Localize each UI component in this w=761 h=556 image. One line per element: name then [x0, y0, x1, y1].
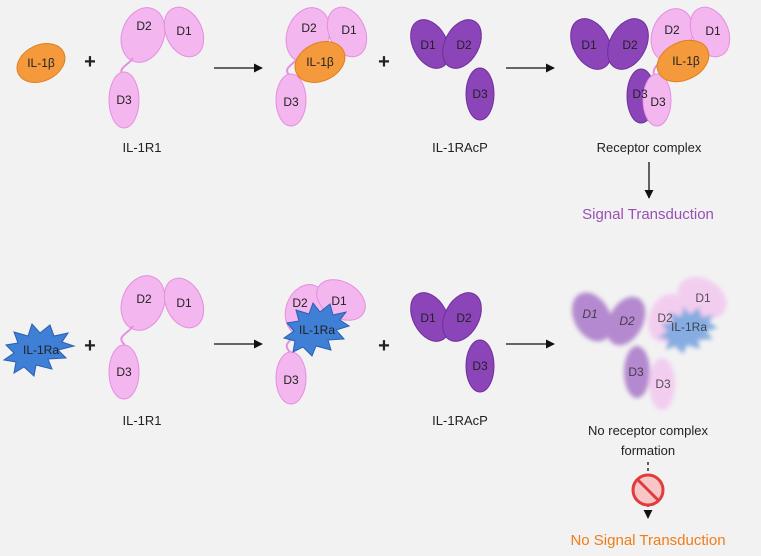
il1r1-il1ra-complex: D2 D1 IL-1Ra D3 [275, 279, 366, 405]
domain-d1-label: D1 [420, 38, 436, 52]
il1r1-label: IL-1R1 [122, 413, 161, 428]
domain-d3-label: D3 [628, 365, 644, 379]
plus-sign: + [84, 335, 96, 357]
il1racp-label: IL-1RAcP [432, 413, 488, 428]
domain-d3-label: D3 [472, 87, 488, 101]
il1ra-starburst [2, 323, 76, 377]
no-receptor-complex: D1 D2 D3 D2 D1 IL-1Ra D3 [571, 277, 727, 410]
no-complex-label-line2: formation [621, 443, 675, 458]
domain-d2-label: D2 [456, 38, 472, 52]
receptor-complex-label: Receptor complex [597, 140, 702, 155]
domain-d2-label: D2 [657, 311, 673, 325]
domain-d1-label: D1 [581, 38, 597, 52]
blurred-complex-labels: D1 D2 D3 D2 D1 IL-1Ra D3 [582, 291, 711, 391]
domain-d3-label: D3 [116, 93, 132, 107]
domain-d3-label: D3 [472, 359, 488, 373]
il1ra-label: IL-1Ra [671, 320, 707, 334]
il1r1-receptor: D2 D1 D3 [108, 275, 205, 400]
domain-d1-label: D1 [331, 294, 347, 308]
domain-d2-label: D2 [136, 292, 152, 306]
il1b-ligand: IL-1β [16, 43, 66, 83]
domain-d2-label: D2 [619, 314, 635, 328]
domain-d3-label: D3 [116, 365, 132, 379]
il1ra-starburst [282, 301, 351, 357]
il1racp-receptor: D1 D2 D3 [410, 292, 495, 393]
blurred-complex-shapes [571, 277, 727, 410]
domain-d2-label: D2 [292, 296, 308, 310]
il1b-label: IL-1β [306, 55, 334, 69]
domain-d1-label: D1 [341, 23, 357, 37]
domain-d2-label: D2 [301, 21, 317, 35]
il1b-label: IL-1β [27, 56, 55, 70]
domain-d2-label: D2 [136, 19, 152, 33]
domain-d1-label: D1 [176, 24, 192, 38]
domain-d1-label: D1 [695, 291, 711, 305]
domain-d3-label: D3 [632, 87, 648, 101]
il1ra-label: IL-1Ra [23, 343, 59, 357]
plus-sign: + [378, 51, 390, 73]
no-complex-label-line1: No receptor complex [588, 423, 708, 438]
receptor-complex: D1 D2 D3 D2 D1 IL-1β D3 [570, 6, 731, 127]
domain-d3-label: D3 [283, 95, 299, 109]
domain-d1-label: D1 [582, 307, 597, 321]
domain-d1-label: D1 [176, 296, 192, 310]
il1ra-antagonist: IL-1Ra [2, 323, 76, 377]
il1racp-label: IL-1RAcP [432, 140, 488, 155]
no-signal-transduction-label: No Signal Transduction [570, 532, 725, 549]
il1b-label: IL-1β [672, 54, 700, 68]
prohibited-icon [631, 473, 665, 507]
il1r1-label: IL-1R1 [122, 140, 161, 155]
domain-d2-label: D2 [622, 38, 638, 52]
domain-d3-label: D3 [655, 377, 671, 391]
domain-d2-label: D2 [456, 311, 472, 325]
il1ra-label: IL-1Ra [299, 323, 335, 337]
domain-d1-label: D1 [420, 311, 436, 325]
plus-sign: + [84, 51, 96, 73]
domain-d2-label: D2 [664, 23, 680, 37]
il1r1-receptor: D2 D1 D3 [108, 6, 205, 129]
signal-transduction-label: Signal Transduction [582, 206, 714, 223]
il1r1-il1b-complex: D2 D1 IL-1β D3 [275, 6, 368, 127]
plus-sign: + [378, 335, 390, 357]
il1racp-receptor: D1 D2 D3 [410, 19, 495, 121]
domain-d3-label: D3 [650, 95, 666, 109]
domain-d1-label: D1 [705, 24, 721, 38]
domain-d3-label: D3 [283, 373, 299, 387]
